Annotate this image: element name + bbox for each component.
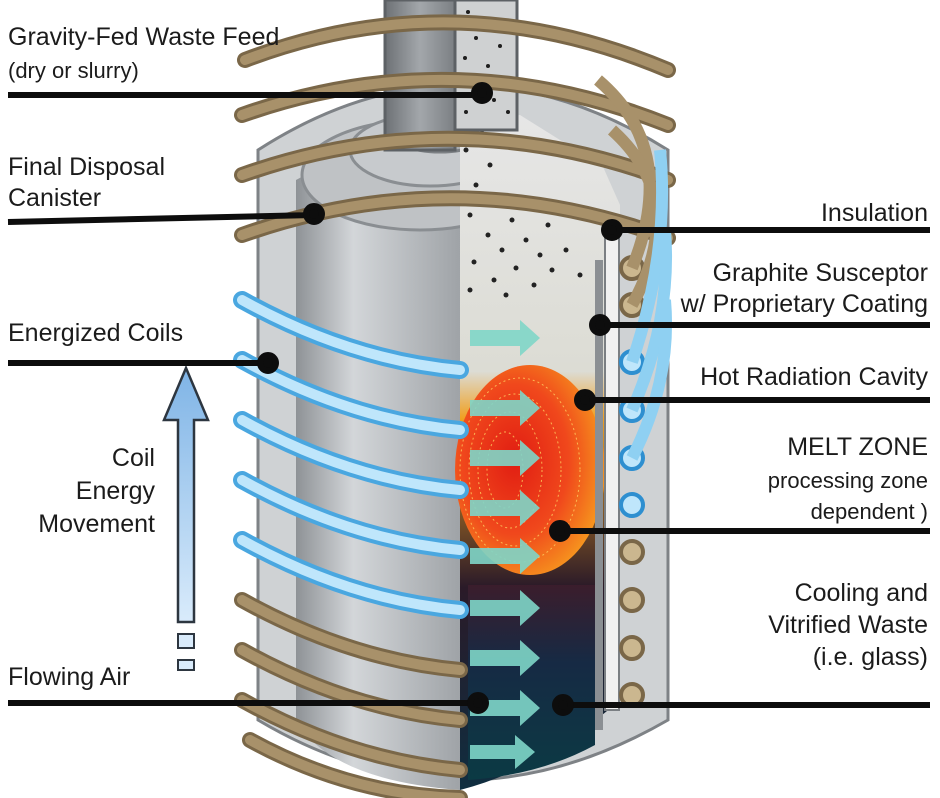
vitrified-waste (468, 585, 595, 780)
label-gravity-feed-note: (dry or slurry) (8, 58, 139, 83)
leader-lines (7, 82, 930, 716)
leader-dot-flowing-air (467, 692, 489, 714)
label-susceptor-line2: w/ Proprietary Coating (680, 290, 928, 318)
label-coil-energy-line1: Coil (111, 444, 155, 472)
coil-windings (233, 14, 676, 798)
label-insulation: Insulation (820, 199, 928, 227)
leader-canister (7, 212, 315, 225)
label-coil-energy-line3: Movement (38, 510, 155, 538)
label-cooling-line3: (i.e. glass) (812, 643, 928, 671)
label-melt-zone-line2: processing zone (767, 468, 928, 493)
melt-zone (455, 365, 605, 575)
label-canister-line2: Canister (8, 184, 102, 212)
label-susceptor-line1: Graphite Susceptor (712, 259, 928, 287)
airflow-arrows (470, 320, 540, 769)
leader-dot-canister (303, 203, 325, 225)
label-cooling-line1: Cooling and (794, 579, 928, 607)
label-energized-coils: Energized Coils (8, 319, 184, 347)
leader-dot-energized-coils (257, 352, 279, 374)
susceptor-wall (595, 260, 603, 730)
canister-body (296, 112, 460, 790)
label-melt-zone-line1: MELT ZONE (787, 433, 928, 461)
label-cooling-line2: Vitrified Waste (768, 611, 928, 639)
label-canister-line1: Final Disposal (8, 153, 166, 181)
label-gravity-feed: Gravity-Fed Waste Feed (8, 23, 280, 51)
insulation-wall (604, 224, 620, 711)
label-coil-energy-line2: Energy (75, 477, 155, 505)
coil-right-arcs (594, 75, 673, 461)
leader-dot-susceptor (589, 314, 611, 336)
leader-dot-hot-cavity (574, 389, 596, 411)
label-flowing-air: Flowing Air (8, 663, 131, 691)
coil-energy-arrow (162, 364, 210, 671)
leader-dot-cooling (552, 694, 574, 716)
label-melt-zone-line3: dependent ) (810, 499, 928, 524)
leader-dot-insulation (601, 219, 623, 241)
leader-dot-melt-zone (549, 520, 571, 542)
label-hot-cavity: Hot Radiation Cavity (700, 363, 928, 391)
leader-dot-gravity-feed (471, 82, 493, 104)
